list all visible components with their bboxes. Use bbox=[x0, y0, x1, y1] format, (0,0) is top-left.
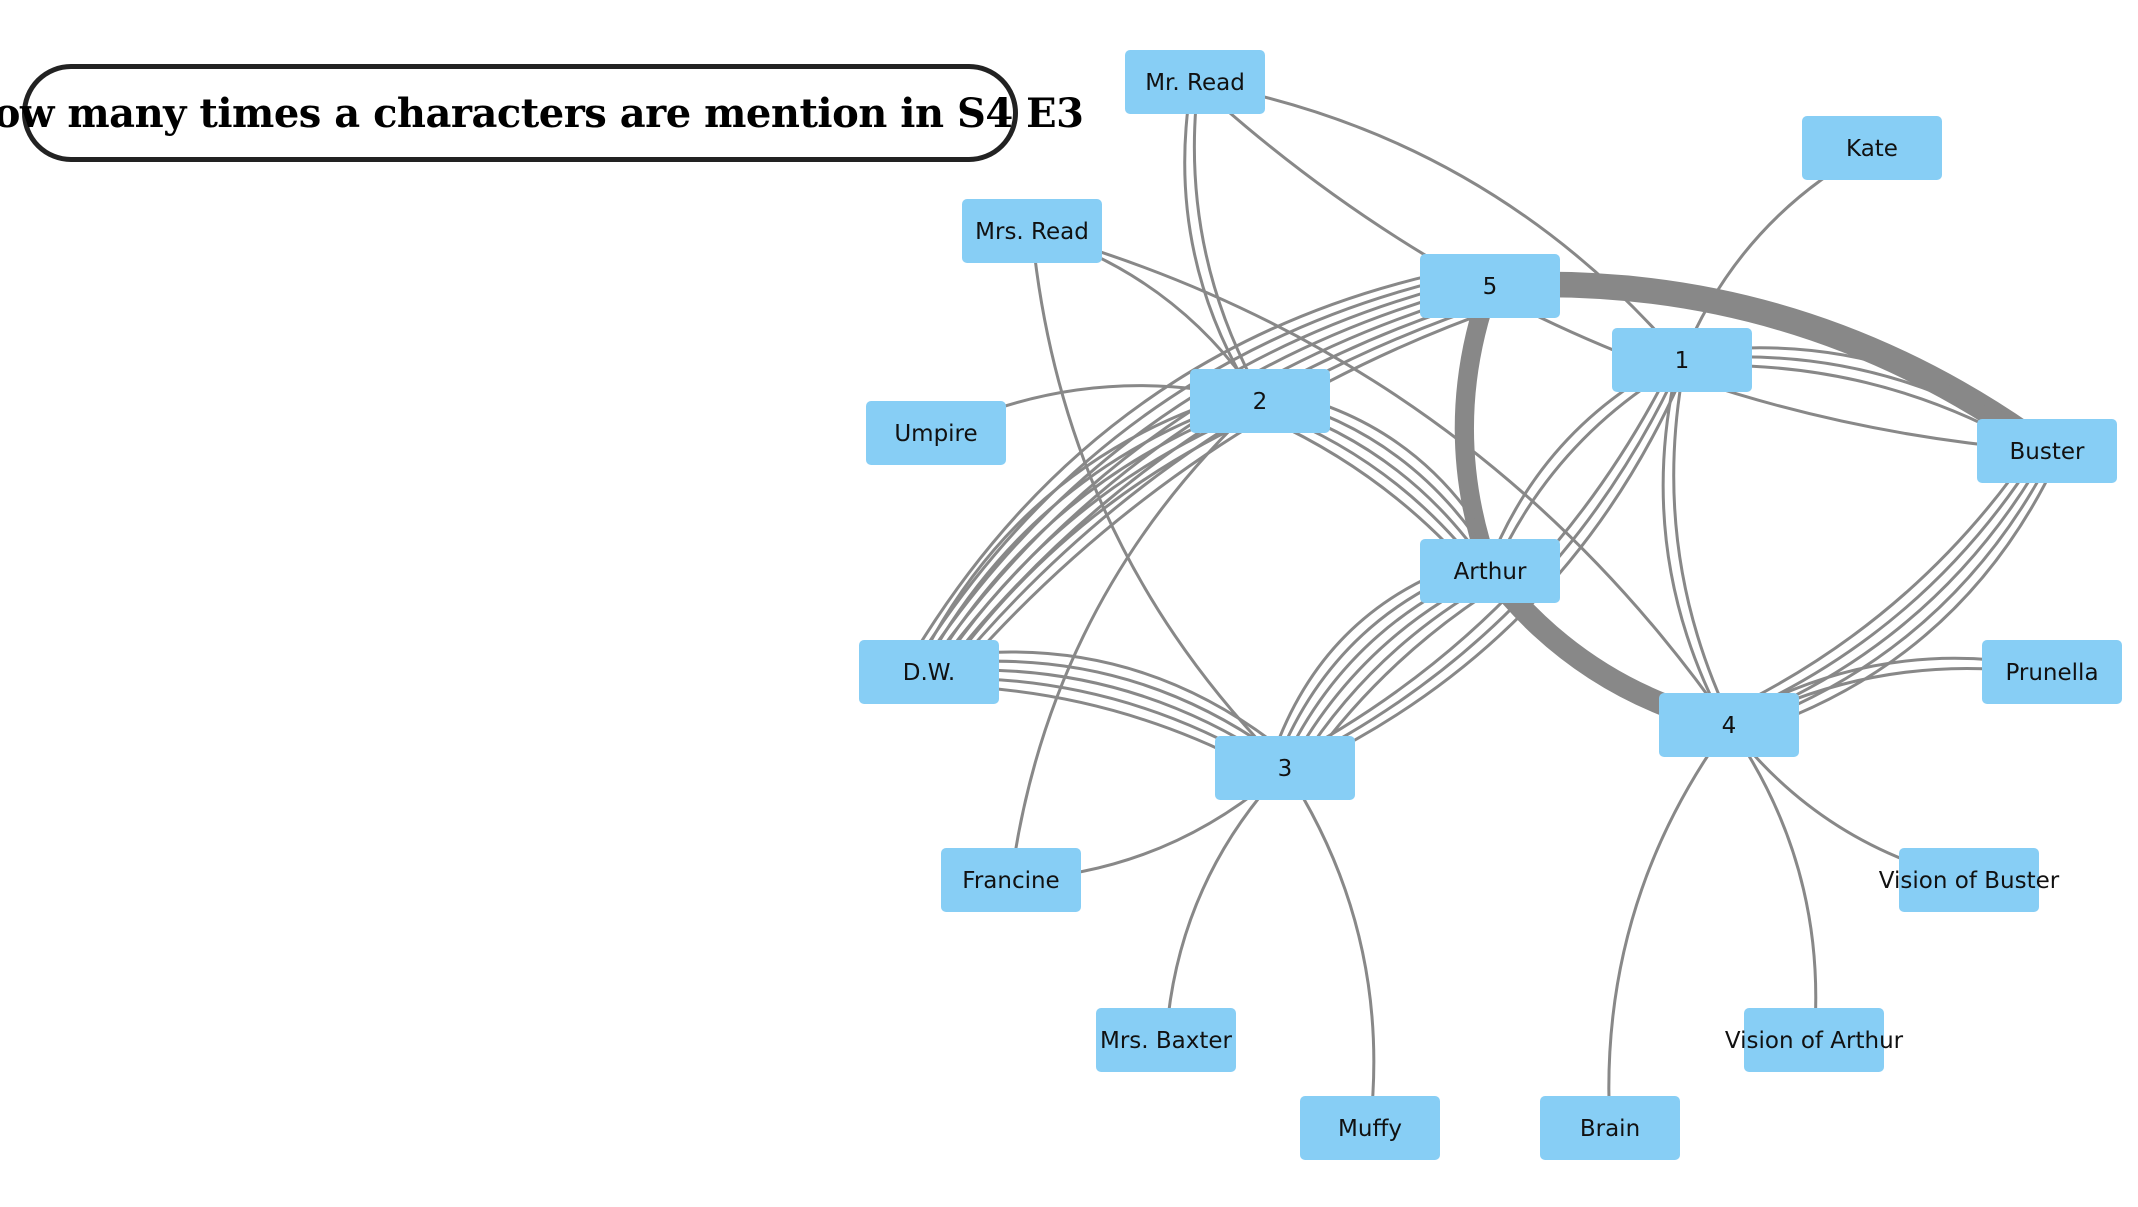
node-box bbox=[1744, 1008, 1884, 1072]
node-label: Vision of Arthur bbox=[1725, 1028, 1904, 1054]
edge-mrs_read-s4 bbox=[1030, 229, 1731, 727]
edge-s5-arthur bbox=[1454, 276, 1500, 581]
edge-mrs_read-s3 bbox=[1030, 229, 1287, 770]
node-mrs-read[interactable]: Mrs. Read bbox=[962, 199, 1102, 263]
node-mr-read[interactable]: Mr. Read bbox=[1125, 50, 1265, 114]
node-box bbox=[1420, 254, 1560, 318]
node-label: 1 bbox=[1675, 348, 1690, 374]
node-label: Francine bbox=[962, 868, 1059, 894]
node-box bbox=[962, 199, 1102, 263]
edge-mr_read-buster bbox=[1193, 80, 2049, 453]
node-s2[interactable]: 2 bbox=[1190, 369, 1330, 433]
node-box bbox=[1982, 640, 2122, 704]
node-box bbox=[1659, 693, 1799, 757]
node-box bbox=[1215, 736, 1355, 800]
node-label: Muffy bbox=[1338, 1116, 1402, 1142]
node-label: Arthur bbox=[1454, 559, 1527, 585]
edge-s5-dw bbox=[913, 264, 1478, 654]
node-muffy[interactable]: Muffy bbox=[1300, 1096, 1440, 1160]
node-dw[interactable]: D.W. bbox=[859, 640, 999, 704]
edge-s4-buster bbox=[1718, 438, 2040, 716]
node-mrs-baxter[interactable]: Mrs. Baxter bbox=[1096, 1008, 1236, 1072]
edge-s4-vision_arthur bbox=[1727, 723, 1818, 1042]
edge-s1-s4 bbox=[1672, 358, 1734, 727]
node-box bbox=[1540, 1096, 1680, 1160]
node-kate[interactable]: Kate bbox=[1802, 116, 1942, 180]
edge-s1-s4 bbox=[1661, 358, 1728, 727]
node-label: Brain bbox=[1580, 1116, 1640, 1142]
node-umpire[interactable]: Umpire bbox=[866, 401, 1006, 465]
page-title: How many times a characters are mention … bbox=[0, 89, 1084, 137]
node-s4[interactable]: 4 bbox=[1659, 693, 1799, 757]
edge-s2-francine bbox=[1009, 399, 1262, 882]
edge-mr_read-s2 bbox=[1192, 79, 1265, 402]
node-box bbox=[866, 401, 1006, 465]
node-label: Umpire bbox=[894, 421, 977, 447]
edges-layer bbox=[913, 79, 2060, 1130]
node-label: Mrs. Read bbox=[975, 219, 1089, 245]
node-label: Buster bbox=[2010, 439, 2086, 465]
edge-s5-dw bbox=[937, 298, 1502, 688]
node-box bbox=[1612, 328, 1752, 392]
node-box bbox=[1420, 539, 1560, 603]
node-s3[interactable]: 3 bbox=[1215, 736, 1355, 800]
edge-s5-dw bbox=[921, 275, 1486, 665]
edge-mr_read-s2 bbox=[1183, 81, 1259, 404]
edge-s4-brain bbox=[1607, 723, 1731, 1130]
edge-s5-dw bbox=[917, 270, 1482, 660]
node-prunella[interactable]: Prunella bbox=[1982, 640, 2122, 704]
node-buster[interactable]: Buster bbox=[1977, 419, 2117, 483]
node-label: 5 bbox=[1483, 274, 1498, 300]
node-brain[interactable]: Brain bbox=[1540, 1096, 1680, 1160]
edge-s5-dw bbox=[929, 287, 1494, 677]
node-label: Mr. Read bbox=[1145, 70, 1245, 96]
edge-s3-muffy bbox=[1283, 766, 1376, 1130]
node-box bbox=[941, 848, 1081, 912]
node-francine[interactable]: Francine bbox=[941, 848, 1081, 912]
node-box bbox=[859, 640, 999, 704]
edge-s3-mrs_baxter bbox=[1164, 766, 1287, 1042]
node-label: 3 bbox=[1278, 756, 1293, 782]
title-box: How many times a characters are mention … bbox=[0, 64, 1084, 162]
edge-s5-buster bbox=[1477, 271, 2060, 464]
node-arthur[interactable]: Arthur bbox=[1420, 539, 1560, 603]
node-label: Prunella bbox=[2005, 660, 2098, 686]
node-label: Vision of Buster bbox=[1879, 868, 2060, 894]
node-vision-buster[interactable]: Vision of Buster bbox=[1879, 848, 2060, 912]
edge-s5-dw bbox=[941, 304, 1506, 694]
node-vision-arthur[interactable]: Vision of Arthur bbox=[1725, 1008, 1904, 1072]
node-label: Kate bbox=[1846, 136, 1898, 162]
node-s5[interactable]: 5 bbox=[1420, 254, 1560, 318]
node-box bbox=[1190, 369, 1330, 433]
node-box bbox=[1096, 1008, 1236, 1072]
edge-mr_read-s1 bbox=[1193, 80, 1684, 362]
node-box bbox=[1977, 419, 2117, 483]
node-s1[interactable]: 1 bbox=[1612, 328, 1752, 392]
node-label: D.W. bbox=[903, 660, 955, 686]
node-box bbox=[1125, 50, 1265, 114]
node-box bbox=[1802, 116, 1942, 180]
node-box bbox=[1300, 1096, 1440, 1160]
edge-s2-dw bbox=[936, 410, 1271, 685]
node-label: 2 bbox=[1253, 389, 1268, 415]
node-box bbox=[1899, 848, 2039, 912]
node-label: 4 bbox=[1722, 713, 1737, 739]
node-label: Mrs. Baxter bbox=[1100, 1028, 1233, 1054]
